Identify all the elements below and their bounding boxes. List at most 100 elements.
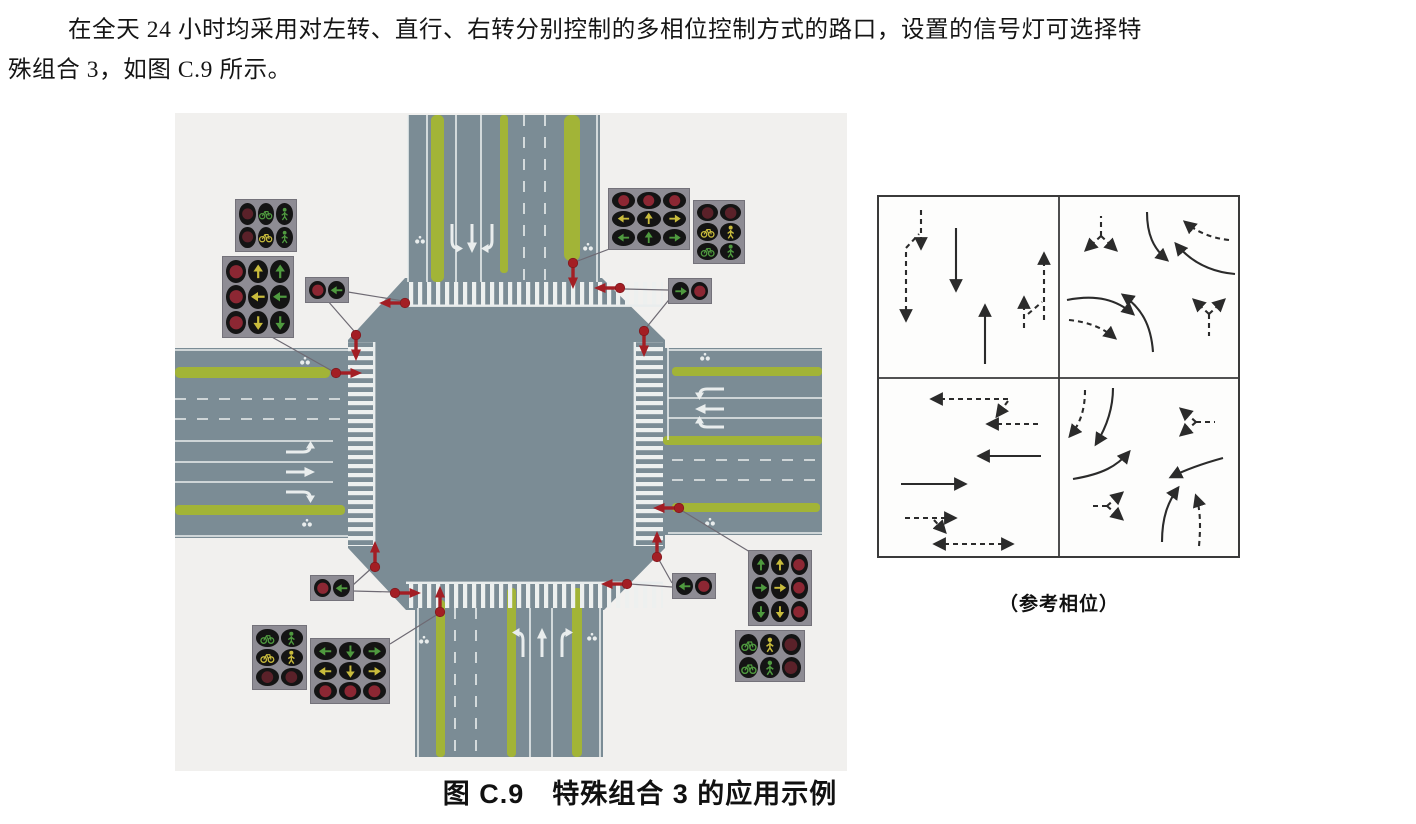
signal-lamp-gb xyxy=(256,629,279,647)
signal-lamp-gp xyxy=(276,203,293,225)
signal-lamp-r xyxy=(314,579,331,597)
signal-lamp-gu xyxy=(752,554,770,576)
bicycle-icon xyxy=(415,235,425,244)
signal-lamp-r xyxy=(314,682,337,700)
lane-arrow-s xyxy=(286,467,315,477)
phase-diagram-caption: （参考相位） xyxy=(998,594,1119,615)
signal-lamp-yu xyxy=(248,260,268,284)
nw-vehicle-signal xyxy=(222,256,294,338)
signal-lamp-rd xyxy=(697,204,718,222)
signal-lamp-gl xyxy=(333,579,350,597)
signal-lamp-r xyxy=(695,577,712,595)
signal-lamp-r xyxy=(338,682,362,700)
signal-lamp-rd xyxy=(280,668,303,686)
bicycle-icon xyxy=(419,635,429,644)
signal-lamp-gb xyxy=(257,203,275,225)
signal-marker xyxy=(330,367,362,379)
signal-lamp-r xyxy=(226,310,246,334)
signal-lamp-yd xyxy=(771,600,789,622)
lane-arrow-r xyxy=(560,628,573,657)
bicycle-icon xyxy=(300,356,310,365)
lane-arrow-r xyxy=(481,224,494,253)
signal-marker xyxy=(434,586,446,618)
lane-arrow-s xyxy=(467,224,477,253)
signal-lamp-gd xyxy=(752,600,770,622)
signal-lamp-gr xyxy=(752,577,770,599)
ne-vehicle-signal xyxy=(608,188,690,250)
signal-lamp-gu xyxy=(270,260,290,284)
signal-lamp-gb xyxy=(697,242,718,260)
signal-lamp-yb xyxy=(257,226,275,248)
signal-marker xyxy=(638,325,650,357)
signal-lamp-gl xyxy=(612,229,636,246)
signal-lamp-yd xyxy=(248,310,268,334)
signal-marker xyxy=(651,531,663,563)
signal-lamp-yl xyxy=(248,285,268,309)
signal-lamp-r xyxy=(790,577,808,599)
signal-marker xyxy=(379,297,411,309)
signal-lamp-yl xyxy=(612,210,636,228)
signal-marker xyxy=(350,329,362,361)
ne-ped-bike-signal xyxy=(693,200,745,264)
lane-arrow-l xyxy=(286,441,315,454)
signal-marker xyxy=(653,502,685,514)
median-green-strips xyxy=(175,115,822,757)
signal-marker xyxy=(369,541,381,573)
signal-lamp-r xyxy=(691,282,708,300)
phase-cell-right-turn-phase xyxy=(1068,387,1224,547)
nw-aux-signal xyxy=(305,277,349,303)
signal-lamp-gl xyxy=(270,285,290,309)
se-ped-bike-signal xyxy=(735,630,805,682)
lane-arrow-l xyxy=(695,387,724,400)
sw-aux-signal xyxy=(310,575,354,601)
signal-marker xyxy=(567,257,579,289)
paragraph-line-2: 殊组合 3，如图 C.9 所示。 xyxy=(8,57,292,83)
bicycle-icon xyxy=(302,518,312,527)
signal-lamp-yp xyxy=(280,648,303,667)
signal-lamp-r xyxy=(309,281,326,299)
signal-position-markers xyxy=(330,257,685,618)
lane-arrow-l xyxy=(450,224,463,253)
signal-lamp-r xyxy=(790,554,808,576)
lane-arrow-r xyxy=(695,416,724,429)
signal-lamp-gl xyxy=(328,281,345,299)
signal-marker xyxy=(389,587,421,599)
lane-arrow-s xyxy=(695,404,724,414)
phase-cell-north-south-through-phase xyxy=(899,210,1051,364)
signal-lamp-r xyxy=(226,285,246,309)
signal-lamp-gr xyxy=(363,642,386,660)
signal-lamp-gd xyxy=(338,642,362,660)
signal-lamp-r xyxy=(612,192,636,209)
signal-lamp-yr xyxy=(363,662,386,680)
signal-lamp-gp xyxy=(720,242,741,260)
signal-lamp-gl xyxy=(676,577,693,595)
phase-cell-left-turn-phase xyxy=(1066,211,1236,353)
figure-caption: 图 C.9 特殊组合 3 的应用示例 xyxy=(442,779,838,809)
signal-lamp-gd xyxy=(270,310,290,334)
signal-lamp-gr xyxy=(662,229,686,246)
signal-lamp-gp xyxy=(280,629,303,647)
lane-arrow-s xyxy=(537,628,547,657)
signal-lamp-gu xyxy=(637,229,661,246)
signal-lamp-gb xyxy=(739,657,759,678)
signal-lamp-gr xyxy=(672,282,689,300)
signal-lamp-yb xyxy=(697,223,718,241)
sw-vehicle-signal xyxy=(310,638,390,704)
intersection-center xyxy=(348,278,665,610)
signal-lamp-yu xyxy=(637,210,661,228)
signal-lamp-r xyxy=(637,192,661,209)
signal-lamp-gp xyxy=(276,226,293,248)
signal-lamp-yu xyxy=(771,554,789,576)
intersection-illustration xyxy=(175,113,847,771)
signal-marker xyxy=(601,578,633,590)
signal-lamp-gb xyxy=(739,634,759,655)
signal-lamp-yr xyxy=(662,210,686,228)
signal-lamp-yd xyxy=(338,662,362,680)
bicycle-icon xyxy=(705,517,715,526)
paragraph-line-1: 在全天 24 小时均采用对左转、直行、右转分别控制的多相位控制方式的路口，设置的… xyxy=(68,17,1142,43)
signal-lamp-r xyxy=(662,192,686,209)
phase-diagram xyxy=(877,195,1240,558)
nw-ped-bike-signal xyxy=(235,199,297,252)
signal-lamp-rd xyxy=(781,657,801,678)
